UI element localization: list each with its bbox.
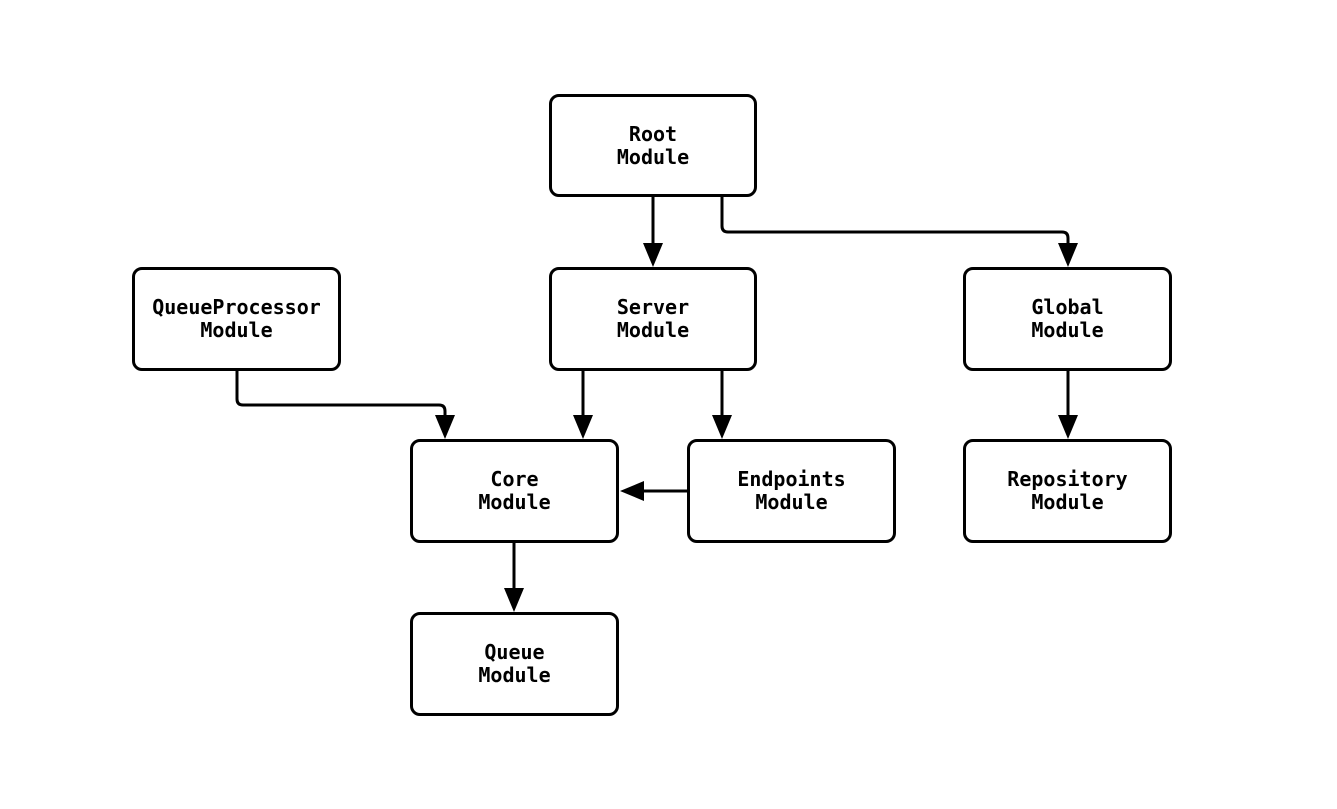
node-label-line: Module — [200, 318, 273, 342]
node-label-line: Module — [1031, 318, 1104, 342]
node-label-line: Root — [628, 121, 678, 146]
node-label-line: QueueProcessor — [152, 295, 321, 319]
node-label-line: Core — [490, 467, 539, 491]
node-label-line: Server — [616, 295, 690, 319]
node-label-line: Module — [1031, 490, 1104, 514]
node-label-line: Module — [755, 490, 828, 514]
edge-root-to-global — [720, 197, 1078, 267]
node-label-line: Module — [478, 663, 551, 687]
node-label-line: Module — [616, 144, 690, 169]
node-label-line: Repository — [1007, 467, 1128, 491]
node-label-line: Queue — [484, 640, 545, 664]
node-label-line: Module — [616, 318, 690, 342]
edge-queueprocessor-to-core — [235, 371, 455, 439]
node-label-line: Module — [478, 490, 551, 514]
node-label-line: Endpoints — [737, 467, 846, 491]
node-label-line: Global — [1031, 295, 1104, 319]
